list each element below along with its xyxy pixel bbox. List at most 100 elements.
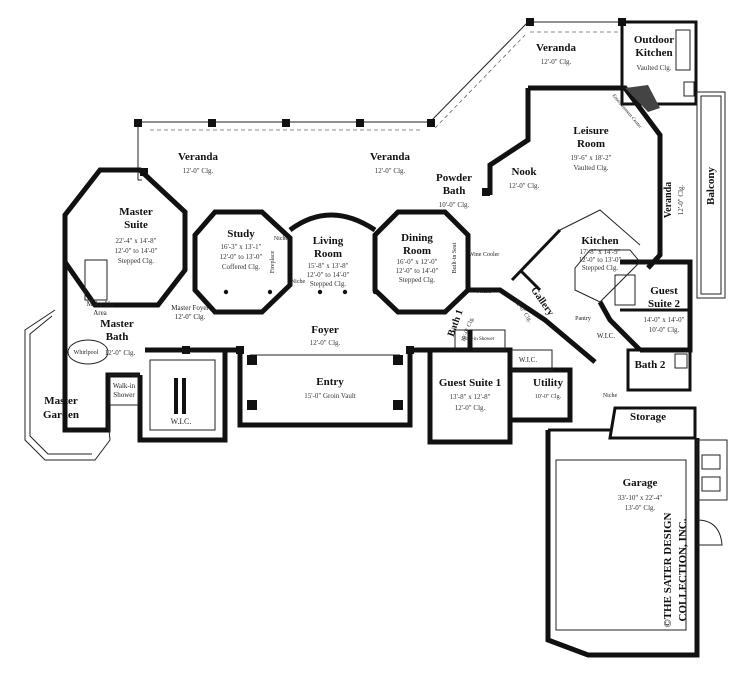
- whirlpool-label: Whirlpool: [74, 350, 99, 356]
- veranda-left-name: Veranda: [178, 151, 218, 163]
- leisure-room-dim-1: 19'-6" x 18'-2": [571, 154, 612, 162]
- garage-dim-2: 13'-0" Clg.: [625, 504, 656, 512]
- master-garden-name-2: Garden: [43, 409, 79, 421]
- study-name: Study: [227, 228, 255, 240]
- master-wic-name: W.I.C.: [171, 417, 192, 426]
- guest-suite-1-dim-1: 13'-8" x 12'-8": [450, 393, 491, 401]
- veranda-left-dim: 12'-0" Clg.: [183, 167, 214, 175]
- study-dim-3: Coffered Clg.: [222, 263, 261, 271]
- veranda-mid-name: Veranda: [370, 151, 410, 163]
- leisure-room-name-1: Leisure: [573, 125, 608, 137]
- veranda-outline: [137, 122, 142, 181]
- veranda-top-name: Veranda: [536, 42, 576, 54]
- garage-walls: [545, 430, 700, 658]
- veranda-top-dim: 12'-0" Clg.: [541, 58, 572, 66]
- dining-room-dim-2: 12'-0" to 14'-0": [396, 267, 439, 275]
- master-bath-name-2: Bath: [106, 331, 129, 343]
- walkin-shower-guest-1-label: Walk-in Shower: [462, 337, 495, 342]
- veranda-right-name: Veranda: [663, 182, 674, 218]
- kitchen-dim-1: 17'-8" x 14'-9": [580, 248, 621, 256]
- foyer-name: Foyer: [311, 324, 339, 336]
- kitchen-dim-2: 12'-0" to 13'-0": [579, 256, 622, 264]
- make-up-area-name-1: Make-Up: [87, 300, 114, 308]
- living-room-name-1: Living: [313, 235, 344, 247]
- dining-room-name-1: Dining: [401, 232, 433, 244]
- dining-room-name-2: Room: [403, 245, 431, 257]
- walk-in-shower-name-2: Shower: [113, 391, 135, 399]
- outdoor-kitchen-name-1: Outdoor: [634, 34, 674, 46]
- powder-bath-name-2: Bath: [443, 185, 466, 197]
- guest-suite-2-dim-2: 10'-0" Clg.: [649, 326, 680, 334]
- balcony-outline: [696, 91, 726, 299]
- walk-in-shower-name-1: Walk-in: [113, 382, 136, 390]
- master-suite-name-2: Suite: [124, 219, 148, 231]
- master-foyer-dim: 12'-0" Clg.: [175, 313, 206, 321]
- niche-label-bath2: Niche: [603, 393, 618, 399]
- builtin-seat-label: Built-in Seat: [452, 242, 458, 273]
- utility-dim: 10'-0" Clg.: [535, 394, 562, 400]
- living-room-dim-3: Stepped Clg.: [310, 280, 346, 288]
- nook-name: Nook: [511, 166, 537, 178]
- guest-suite-1-dim-2: 12'-0" Clg.: [455, 404, 486, 412]
- leisure-room-name-2: Room: [577, 138, 605, 150]
- storage-name: Storage: [630, 411, 666, 423]
- leisure-walls: [487, 88, 531, 195]
- master-suite-walls: [62, 167, 188, 308]
- outdoor-kitchen-walls: [620, 20, 698, 106]
- utility-name: Utility: [533, 377, 563, 389]
- veranda-mid-dim: 12'-0" Clg.: [375, 167, 406, 175]
- outdoor-kitchen-name-2: Kitchen: [635, 47, 672, 59]
- master-garden-outline: [24, 309, 111, 461]
- living-room-dim-2: 12'-0" to 14'-0": [307, 271, 350, 279]
- veranda-right-dim: 12'-0" Clg.: [677, 184, 685, 215]
- dining-room-dim-3: Stepped Clg.: [399, 276, 435, 284]
- master-suite-dim-3: Stepped Clg.: [118, 257, 154, 265]
- master-bath-dim: 12'-0" Clg.: [105, 349, 136, 357]
- entry-walls: [237, 350, 413, 428]
- foyer-dim: 12'-0" Clg.: [310, 339, 341, 347]
- leisure-room-dim-2: Vaulted Clg.: [574, 164, 609, 172]
- study-dim-2: 12'-0" to 13'-0": [220, 253, 263, 261]
- guest-suite-2-dim-1: 14'-0" x 14'-0": [644, 316, 685, 324]
- bath-2-name: Bath 2: [635, 359, 666, 371]
- powder-bath-name-1: Powder: [436, 172, 472, 184]
- living-room-name-2: Room: [314, 248, 342, 260]
- copyright-line-2: COLLECTION, INC.: [677, 518, 689, 621]
- balcony-name: Balcony: [705, 167, 717, 205]
- master-suite-dim-1: 22'-4" x 14'-8": [116, 237, 157, 245]
- garage-dim-1: 33'-10" x 22'-4": [618, 494, 663, 502]
- entry-name: Entry: [316, 376, 344, 388]
- guest-1-wic-name: W.I.C.: [519, 356, 537, 364]
- garage-name: Garage: [623, 477, 658, 489]
- bath-2-walls: [626, 348, 692, 392]
- guest-suite-2-name-2: Suite 2: [648, 298, 681, 310]
- kitchen-name: Kitchen: [581, 235, 618, 247]
- guest-2-wic-name: W.I.C.: [597, 332, 615, 340]
- pantry-name: Pantry: [575, 316, 591, 322]
- master-suite-dim-2: 12'-0" to 14'-0": [115, 247, 158, 255]
- powder-bath-dim: 10'-0" Clg.: [439, 201, 470, 209]
- outdoor-kitchen-dim: Vaulted Clg.: [637, 64, 672, 72]
- living-room-dim-1: 15'-8" x 13'-8": [308, 262, 349, 270]
- nook-dim: 12'-0" Clg.: [509, 182, 540, 190]
- copyright-line-1: ©THE SATER DESIGN: [662, 512, 674, 627]
- master-suite-name-1: Master: [119, 206, 153, 218]
- living-room-walls: [288, 212, 377, 233]
- guest-suite-1-name: Guest Suite 1: [439, 377, 501, 389]
- dining-room-walls: [372, 209, 471, 315]
- veranda-columns: [134, 18, 626, 354]
- wine-cooler-label: Wine Cooler: [469, 252, 500, 258]
- master-garden-name-1: Master: [44, 395, 78, 407]
- fireplace-label: Fireplace: [270, 251, 276, 274]
- niche-label-gallery: Niche: [477, 289, 492, 295]
- entry-dim: 15'-0" Groin Vault: [304, 392, 355, 400]
- study-dim-1: 16'-3" x 13'-1": [221, 243, 262, 251]
- niche-label-study-top: Niche: [274, 236, 289, 242]
- master-foyer-name: Master Foyer: [171, 304, 209, 312]
- study-walls: [192, 209, 293, 315]
- master-bath-name-1: Master: [100, 318, 134, 330]
- niche-label-study-bottom: Niche: [291, 279, 306, 285]
- kitchen-dim-3: Stepped Clg.: [582, 264, 618, 272]
